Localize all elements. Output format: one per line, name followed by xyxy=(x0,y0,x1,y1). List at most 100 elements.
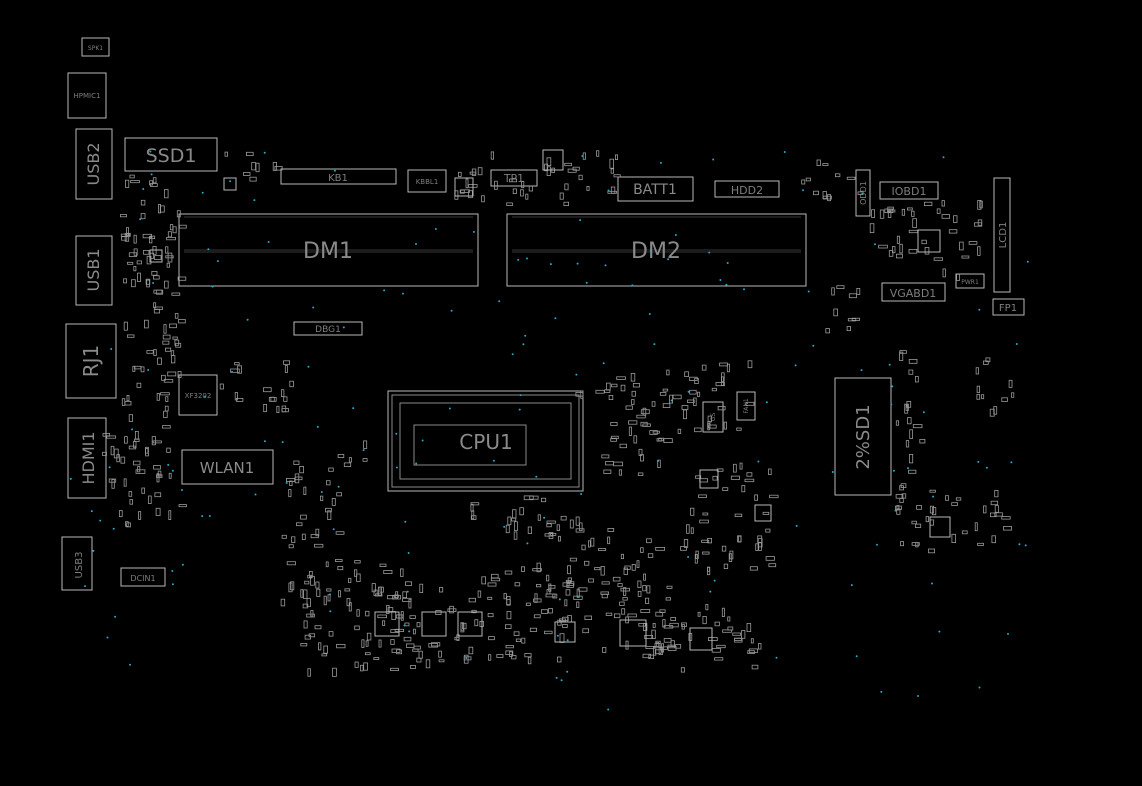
usb1-connector[interactable]: USB1 xyxy=(75,235,113,306)
smd-pad xyxy=(511,517,517,522)
fp1-connector[interactable]: FP1 xyxy=(992,298,1025,316)
smd-pad xyxy=(168,472,172,479)
smd-pad xyxy=(586,185,590,191)
via xyxy=(581,155,584,157)
via xyxy=(171,583,174,586)
smd-pad xyxy=(454,636,460,641)
odd1-connector[interactable]: ODD1 xyxy=(855,169,871,217)
cpu1-chip[interactable]: CPU1 xyxy=(387,390,584,492)
via xyxy=(333,169,336,172)
smd-pad xyxy=(1008,379,1013,388)
smd-pad xyxy=(711,387,717,392)
via xyxy=(1024,544,1027,547)
smd-pad xyxy=(290,581,295,591)
kb1-connector[interactable]: KB1 xyxy=(280,168,397,185)
smd-pad xyxy=(892,246,896,254)
smd-pad xyxy=(665,597,671,601)
smd-pad xyxy=(416,657,422,663)
via xyxy=(518,408,521,411)
sd1-slot[interactable]: 2%SD1 xyxy=(834,377,892,496)
smd-pad xyxy=(643,573,646,581)
vgabd1-connector[interactable]: VGABD1 xyxy=(881,282,946,302)
smd-pad xyxy=(961,530,968,535)
hdmi1-connector[interactable]: HDMI1 xyxy=(67,417,107,499)
svg-text:BATT1: BATT1 xyxy=(633,182,677,198)
fan1-connector[interactable]: FAN1 xyxy=(736,391,756,421)
smd-pad xyxy=(697,611,701,617)
smd-pad xyxy=(152,440,162,444)
smd-pad xyxy=(564,183,569,191)
smd-pad xyxy=(326,480,331,486)
svg-text:IOBD1: IOBD1 xyxy=(892,185,927,198)
smd-pad xyxy=(732,632,741,636)
dcin1-connector[interactable]: DCIN1 xyxy=(120,567,166,587)
smd-pad xyxy=(536,584,542,588)
smd-pad xyxy=(316,588,321,597)
smd-pad xyxy=(477,590,482,598)
smd-pad xyxy=(263,403,268,412)
smd-pad xyxy=(134,430,139,440)
svg-text:2%SD1: 2%SD1 xyxy=(853,404,874,469)
smd-pad xyxy=(387,595,395,600)
rj1-connector[interactable]: RJ1 xyxy=(65,323,117,399)
smd-pad xyxy=(655,547,666,551)
via xyxy=(667,258,670,261)
xf3202-component[interactable]: XF3202 xyxy=(178,374,218,416)
hpmic1-connector[interactable]: HPMIC1 xyxy=(67,72,107,119)
pwr1-connector[interactable]: PWR1 xyxy=(955,273,985,289)
spk1-connector[interactable]: SPK1 xyxy=(81,37,110,57)
smd-pad xyxy=(121,398,126,406)
smd-pad xyxy=(110,445,115,456)
via xyxy=(861,192,864,195)
smd-pad xyxy=(575,516,580,526)
dm2-slot[interactable]: DM2 xyxy=(506,213,807,287)
hdd2-connector[interactable]: HDD2 xyxy=(714,180,780,198)
via xyxy=(450,309,453,312)
smd-pad xyxy=(251,162,256,171)
smd-pad xyxy=(690,527,694,534)
smd-pad xyxy=(508,651,513,657)
tp1-connector[interactable]: TP1 xyxy=(490,169,538,187)
smd-pad xyxy=(124,436,128,444)
usb3-connector[interactable]: USB3 xyxy=(61,536,93,591)
smd-pad xyxy=(741,630,746,639)
smd-pad xyxy=(145,278,151,285)
iobd1-connector[interactable]: IOBD1 xyxy=(879,181,939,200)
smd-pad xyxy=(545,593,556,598)
smd-pad xyxy=(435,610,442,615)
smd-pad xyxy=(836,285,845,290)
smd-pad xyxy=(680,667,685,673)
ssd1-slot[interactable]: SSD1 xyxy=(124,137,218,172)
smd-pad xyxy=(921,239,927,245)
smd-pad xyxy=(990,500,999,506)
batt1-connector[interactable]: BATT1 xyxy=(617,176,694,202)
smd-pad xyxy=(659,392,667,396)
dm1-slot[interactable]: DM1 xyxy=(178,213,479,287)
gs-sensor[interactable]: GS xyxy=(702,401,724,433)
kbbl1-connector[interactable]: KBBL1 xyxy=(407,169,447,193)
smd-pad xyxy=(178,504,187,508)
smd-pad xyxy=(477,167,483,176)
via xyxy=(607,189,610,192)
smd-pad xyxy=(348,602,352,612)
smd-pad xyxy=(656,642,660,647)
smd-pad xyxy=(637,580,642,588)
smd-pad xyxy=(124,233,130,242)
svg-text:HPMIC1: HPMIC1 xyxy=(74,92,101,100)
smd-pad xyxy=(419,583,424,594)
via xyxy=(415,242,417,245)
smd-pad xyxy=(133,248,138,256)
smd-pad xyxy=(515,638,521,642)
smd-pad xyxy=(856,287,861,295)
smd-pad xyxy=(160,392,170,396)
smd-pad xyxy=(728,553,733,563)
smd-pad xyxy=(128,491,133,497)
lcd1-connector[interactable]: LCD1 xyxy=(993,177,1011,293)
dbg1-connector[interactable]: DBG1 xyxy=(293,321,363,336)
smd-pad xyxy=(148,495,152,504)
smd-pad xyxy=(155,507,161,516)
usb2-connector[interactable]: USB2 xyxy=(75,128,113,200)
wlan1-slot[interactable]: WLAN1 xyxy=(181,449,274,485)
via xyxy=(167,463,170,466)
via xyxy=(171,469,174,472)
